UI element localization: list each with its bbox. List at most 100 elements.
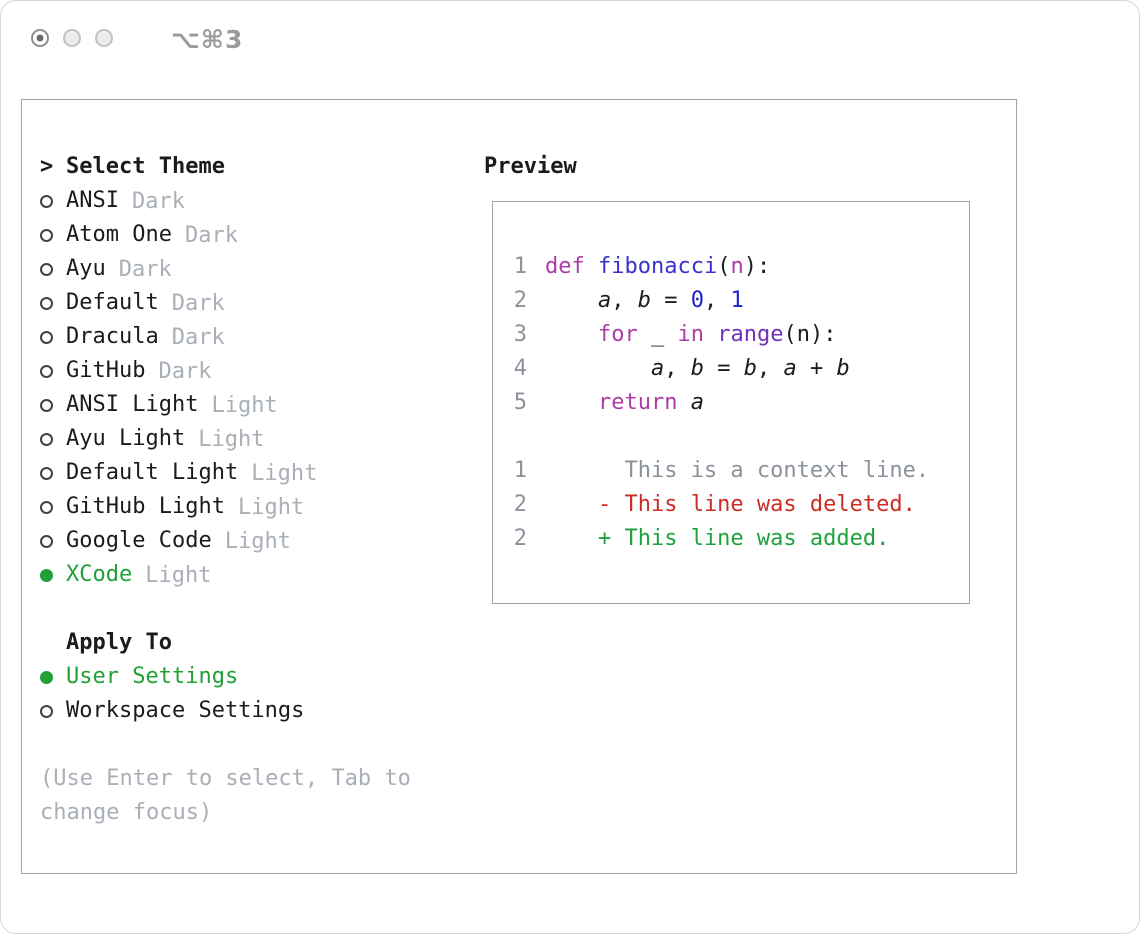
line-number: 1 — [513, 458, 527, 483]
theme-option[interactable]: ANSI Light Light — [40, 388, 484, 422]
code-token — [545, 390, 598, 415]
theme-option[interactable]: ANSI Dark — [40, 184, 484, 218]
code-token: b — [637, 288, 651, 313]
close-window-icon[interactable] — [31, 29, 49, 47]
theme-option[interactable]: Ayu Dark — [40, 252, 484, 286]
code-token: + — [796, 356, 837, 381]
theme-variant: Light — [211, 392, 278, 418]
code-line: 2 a, b = 0, 1 — [513, 284, 969, 318]
code-token: ): — [743, 254, 771, 279]
code-token: b — [690, 356, 704, 381]
theme-variant: Dark — [158, 358, 212, 384]
radio-icon — [40, 534, 53, 548]
code-token: , — [611, 288, 638, 313]
code-token: = — [650, 288, 691, 313]
apply-to-heading: Apply To — [66, 630, 172, 655]
theme-variant: Dark — [131, 188, 185, 214]
code-token: - This line was deleted. — [545, 492, 916, 517]
select-theme-title: Select Theme — [66, 154, 225, 179]
radio-icon — [40, 228, 53, 242]
code-token: range — [717, 322, 784, 347]
theme-name: Dracula — [66, 324, 159, 349]
theme-name: Ayu — [66, 256, 106, 281]
theme-option[interactable]: GitHub Dark — [40, 354, 484, 388]
code-line-content: + This line was added. — [545, 522, 889, 556]
code-token: = — [703, 356, 744, 381]
theme-variant: Light — [145, 562, 212, 588]
code-line: 5 return a — [513, 386, 969, 420]
code-token: def — [545, 254, 585, 279]
theme-variant: Light — [237, 494, 305, 520]
code-line-content: return a — [545, 386, 704, 420]
preview-title: Preview — [484, 154, 577, 179]
code-token — [545, 322, 598, 347]
code-token — [545, 288, 598, 313]
line-number: 2 — [513, 526, 527, 551]
code-line-content: a, b = 0, 1 — [545, 284, 744, 318]
apply-to-option[interactable]: User Settings — [40, 660, 484, 694]
theme-variant: Dark — [171, 290, 225, 316]
theme-variant: Light — [198, 426, 265, 452]
radio-icon — [40, 398, 53, 412]
theme-variant: Light — [251, 460, 318, 486]
radio-selected-icon — [40, 670, 53, 684]
zoom-window-icon[interactable] — [95, 29, 113, 47]
window-shortcut-label: ⌥⌘3 — [171, 25, 244, 54]
code-token: a — [597, 288, 612, 313]
code-token: in — [677, 322, 704, 347]
theme-option[interactable]: Ayu Light Light — [40, 422, 484, 456]
code-token: _ — [637, 322, 678, 347]
code-line — [513, 420, 969, 454]
radio-icon — [40, 296, 53, 310]
code-token: b — [743, 356, 757, 381]
code-token: 1 — [730, 288, 744, 313]
theme-variant: Dark — [118, 256, 172, 282]
theme-name: Atom One — [66, 222, 172, 247]
radio-icon — [40, 364, 53, 378]
theme-name: XCode — [66, 562, 133, 587]
code-token: , — [703, 288, 731, 313]
theme-option[interactable]: Dracula Dark — [40, 320, 484, 354]
theme-option[interactable]: XCode Light — [40, 558, 484, 592]
radio-icon — [40, 262, 53, 276]
code-token — [545, 356, 651, 381]
theme-name: ANSI Light — [66, 392, 199, 417]
line-number: 5 — [513, 390, 527, 415]
code-token: , — [756, 356, 784, 381]
theme-name: ANSI — [66, 188, 119, 213]
code-token: fibonacci — [598, 254, 718, 279]
theme-name: Default Light — [66, 460, 239, 485]
theme-option[interactable]: Default Light Light — [40, 456, 484, 490]
radio-icon — [40, 704, 53, 718]
theme-name: Ayu Light — [66, 426, 186, 451]
minimize-window-icon[interactable] — [63, 29, 81, 47]
theme-name: GitHub — [66, 358, 146, 383]
code-token: n — [730, 254, 744, 279]
code-line-content: a, b = b, a + b — [545, 352, 850, 386]
apply-to-label: User Settings — [66, 664, 239, 689]
code-token: 0 — [690, 288, 704, 313]
code-token: This is a context line. — [545, 458, 930, 483]
code-token — [585, 254, 598, 279]
theme-variant: Dark — [171, 324, 225, 350]
code-token — [677, 390, 690, 415]
code-token: b — [836, 356, 850, 381]
line-number: 2 — [513, 288, 527, 313]
code-token: a — [690, 390, 704, 415]
hint-line: (Use Enter to select, Tab to — [40, 766, 411, 791]
line-number: 2 — [513, 492, 527, 517]
code-line-content: - This line was deleted. — [545, 488, 916, 522]
apply-to-option[interactable]: Workspace Settings — [40, 694, 484, 728]
code-line-content: This is a context line. — [545, 454, 929, 488]
code-line-content: for _ in range(n): — [545, 318, 836, 352]
